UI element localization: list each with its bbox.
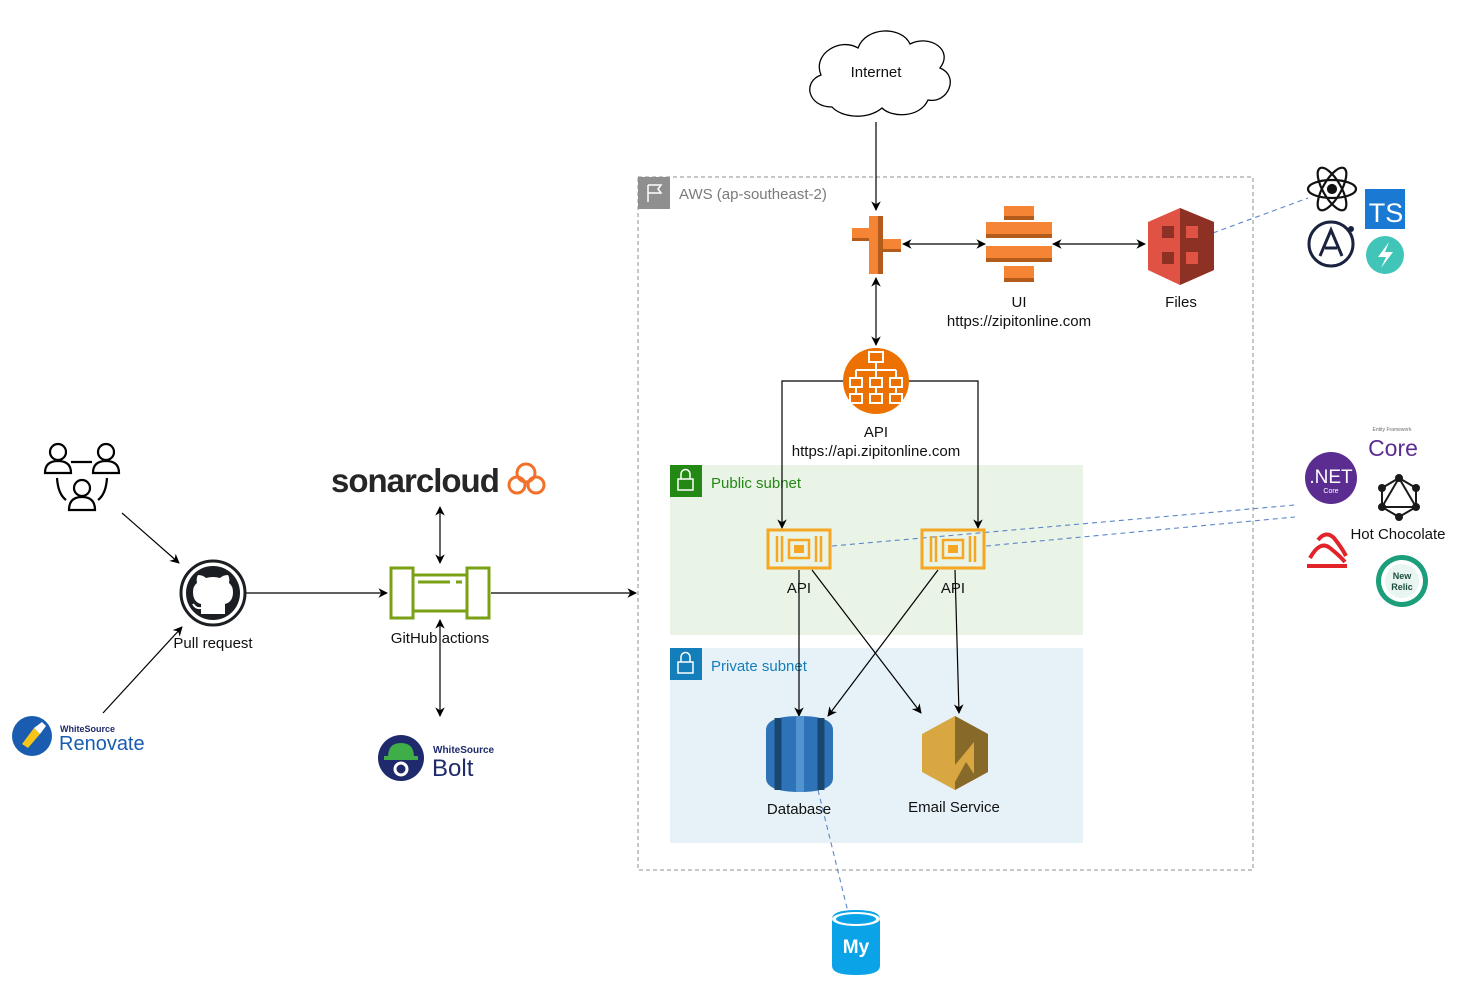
tech-links (817, 197, 1309, 913)
private-subnet-lock-icon (670, 648, 702, 680)
ui-url: https://zipitonline.com (947, 313, 1091, 330)
efcore-text: Core (1368, 435, 1418, 461)
bolt-logo-text: Bolt (432, 755, 474, 782)
api-lb-url: https://api.zipitonline.com (792, 443, 960, 460)
pull-request-label: Pull request (173, 635, 253, 652)
serilog-icon (1307, 532, 1348, 568)
api-container-icon (920, 528, 986, 570)
api-container-icon (766, 528, 832, 570)
api-instance-label: API (941, 580, 965, 597)
ses-email-icon (922, 716, 988, 790)
connectors (102, 122, 1146, 717)
internet-gateway-icon (852, 216, 901, 274)
users-group-icon (43, 442, 121, 512)
apollo-icon (1307, 220, 1355, 268)
ui-label: UI (1012, 294, 1027, 311)
whitesource-renovate-icon (12, 716, 52, 756)
renovate-logo-text: Renovate (59, 733, 145, 755)
dotnet-core-icon (1305, 452, 1357, 504)
s3-bucket-icon (1148, 208, 1214, 285)
public-subnet-label: Public subnet (711, 475, 802, 492)
react-icon (1306, 166, 1358, 212)
public-subnet-lock-icon (670, 465, 702, 497)
private-subnet-label: Private subnet (711, 658, 808, 675)
rds-database-icon (766, 716, 833, 792)
renovate-small-text: WhiteSource (60, 724, 115, 734)
api-instance-label: API (787, 580, 811, 597)
typescript-icon (1365, 189, 1405, 229)
sonarcloud-cloud-icon (507, 462, 546, 495)
database-label: Database (767, 801, 831, 818)
zustand-bolt-icon (1366, 236, 1404, 274)
typescript-text: TS (1369, 198, 1404, 228)
mysql-text: My (843, 937, 870, 958)
cloudfront-icon (986, 206, 1052, 282)
email-service-label: Email Service (908, 799, 1000, 816)
new-relic-icon (1376, 555, 1428, 607)
public-subnet (670, 465, 1083, 635)
graphql-icon (1378, 474, 1420, 521)
new-relic-text-2: Relic (1391, 582, 1413, 592)
whitesource-bolt-icon (378, 735, 424, 781)
efcore-small-text: Entity Framework (1373, 427, 1412, 433)
aws-flag-icon (638, 177, 670, 209)
bolt-small-text: WhiteSource (433, 745, 495, 756)
sonarcloud-logo-text: sonarcloud (331, 462, 499, 499)
hot-chocolate-label: Hot Chocolate (1350, 526, 1445, 543)
dotnet-text: .NET (1309, 467, 1353, 488)
dotnet-sub-text: Core (1323, 488, 1338, 495)
private-subnet (670, 648, 1083, 843)
github-actions-pipeline-icon (389, 566, 491, 620)
aws-region-group (637, 176, 1254, 871)
load-balancer-icon (843, 348, 909, 414)
files-label: Files (1165, 294, 1197, 311)
new-relic-text-1: New (1393, 571, 1413, 581)
aws-region-label: AWS (ap-southeast-2) (679, 186, 827, 203)
internet-label: Internet (851, 64, 903, 81)
internet-cloud-icon (809, 30, 951, 117)
api-lb-label: API (864, 424, 888, 441)
mysql-icon (832, 910, 880, 975)
github-actions-label: GitHub actions (391, 630, 489, 647)
github-icon (179, 559, 247, 627)
